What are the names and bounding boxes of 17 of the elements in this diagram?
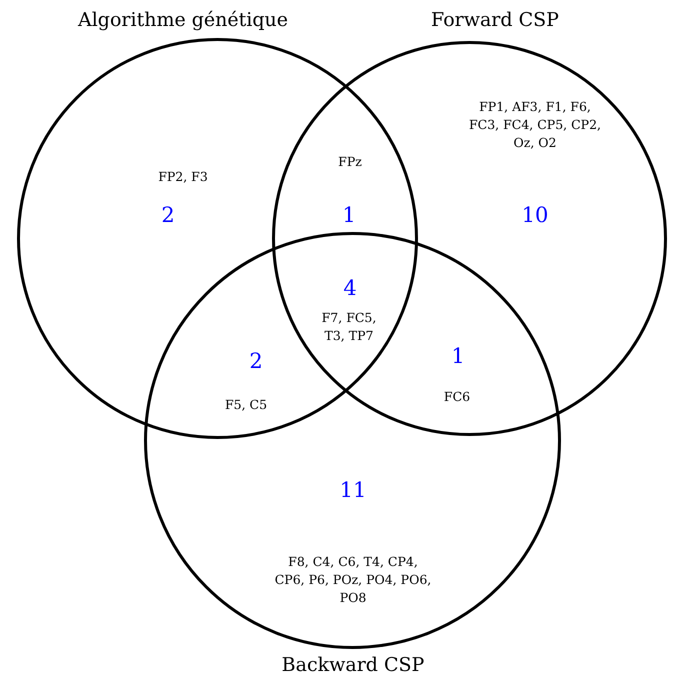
region-items: FPz <box>338 152 362 171</box>
region-items: F5, C5 <box>224 396 268 414</box>
region-items: F8, C4, C6, T4, CP4, CP6, P6, POz, PO4, PO6, PO8 <box>274 552 432 608</box>
region-items: F7, FC5, T3, TP7 <box>320 308 378 345</box>
set-title: Forward CSP <box>431 9 559 32</box>
region-items: FP2, F3 <box>158 168 208 186</box>
region-items: FP1, AF3, F1, F6, FC3, FC4, CP5, CP2, Oz, O2 <box>468 98 602 152</box>
count-label: 10 <box>522 202 548 229</box>
count-label: 4 <box>343 274 357 302</box>
region-items: FC6 <box>444 388 470 406</box>
count-label: 1 <box>451 342 465 370</box>
set-title: Algorithme génétique <box>78 9 288 32</box>
count-label: 2 <box>249 348 263 375</box>
set-title: Backward CSP <box>282 654 424 677</box>
count-label: 1 <box>342 202 356 229</box>
count-label: 11 <box>340 476 366 504</box>
count-label: 2 <box>161 202 175 229</box>
